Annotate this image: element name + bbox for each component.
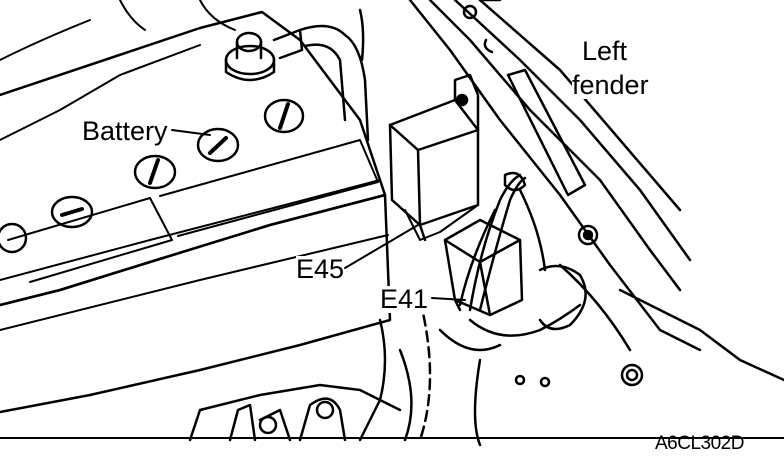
- left-fender-label-line1: Left: [582, 36, 628, 66]
- figure-code: A6CL302D: [655, 433, 744, 454]
- leader-lines: [171, 129, 466, 301]
- battery: [0, 0, 392, 414]
- vent-cap: [196, 127, 240, 163]
- wire-harness: [438, 171, 587, 352]
- battery-terminal: [224, 28, 304, 82]
- e41-label: E41: [380, 284, 429, 314]
- relay-e45: [388, 73, 480, 242]
- e45-label: E45: [296, 254, 345, 284]
- e45-leader: [344, 224, 419, 269]
- battery-leader: [171, 129, 211, 136]
- left-fender-label-line2: fender: [572, 70, 649, 100]
- lower-components: [188, 298, 482, 447]
- vent-cap: [133, 154, 177, 190]
- e41-leader: [431, 297, 466, 301]
- vent-cap: [263, 98, 305, 134]
- battery-label: Battery: [82, 116, 168, 146]
- left-fender: [408, 0, 784, 388]
- vent-cap: [50, 195, 94, 229]
- vent-cap: [0, 222, 28, 254]
